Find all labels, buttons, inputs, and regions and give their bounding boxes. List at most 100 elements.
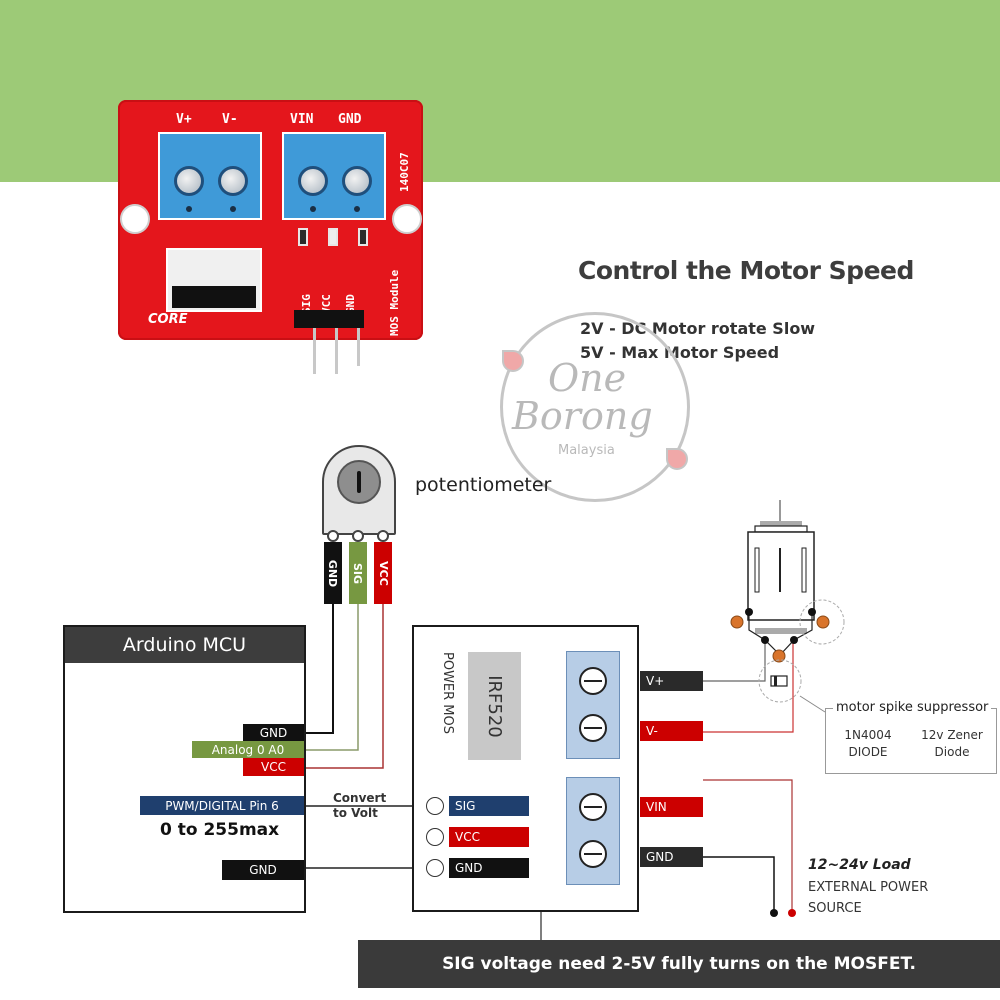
wire-gnd-source — [703, 856, 775, 912]
mosfet-module-board: V+ V- VIN GND 140C07 SIG VCC GND MOS Mod… — [118, 100, 423, 340]
leaf-icon — [502, 350, 524, 372]
arduino-pin-gnd: GND — [243, 724, 304, 741]
potentiometer-label: potentiometer — [415, 474, 552, 496]
motor-node — [808, 608, 816, 616]
potentiometer-knob-icon — [337, 460, 381, 504]
header-pin — [357, 328, 360, 366]
module-pin-gnd: GND — [449, 858, 529, 878]
motor-node — [761, 636, 769, 644]
pot-pin-icon — [352, 530, 364, 542]
pcb-label-v-plus: V+ — [176, 112, 192, 127]
motor-pad — [816, 615, 830, 629]
pin-connector-icon — [426, 828, 444, 846]
pcb-label-vin: VIN — [290, 112, 314, 127]
motor-top — [754, 525, 808, 533]
suppressor-option-diode: 1N4004 DIODE — [844, 728, 892, 759]
wire-pot-sig — [305, 604, 359, 751]
mount-hole-left — [120, 204, 150, 234]
output-pin-v-plus: V+ — [640, 671, 703, 691]
pot-tag-sig: SIG — [349, 542, 367, 604]
screw-icon — [579, 840, 607, 868]
footer-note: SIG voltage need 2-5V fully turns on the… — [358, 940, 1000, 988]
terminal-block-motor — [158, 132, 262, 220]
brand-logo: CORE — [148, 312, 188, 327]
convert-note: Convert to Volt — [333, 791, 387, 820]
module-pin-sig: SIG — [449, 796, 529, 816]
pin-connector-icon — [426, 797, 444, 815]
motor-node — [790, 636, 798, 644]
screw-icon — [579, 793, 607, 821]
screw-icon — [174, 166, 204, 196]
diode-icon — [770, 675, 788, 687]
pwm-range-note: 0 to 255max — [160, 820, 280, 840]
header-pin — [335, 328, 338, 374]
screw-icon — [298, 166, 328, 196]
arduino-pin-analog: Analog 0 A0 — [192, 741, 304, 758]
wire-vin-source — [703, 779, 793, 912]
wire-hole-icon — [186, 206, 192, 212]
wire-hole-icon — [310, 206, 316, 212]
wire-vplus-motor — [703, 642, 766, 682]
motor-cap — [760, 521, 802, 526]
pin-connector-icon — [426, 859, 444, 877]
watermark-text-borong: Borong — [512, 394, 653, 438]
diode-band — [774, 676, 777, 686]
watermark-logo — [500, 312, 690, 502]
motor-pad — [730, 615, 744, 629]
watermark-text-one: One — [548, 356, 627, 400]
resistor-smd — [358, 228, 368, 246]
output-terminal-power — [566, 777, 620, 885]
pot-tag-gnd: GND — [324, 542, 342, 604]
motor-slot — [801, 547, 807, 593]
pot-tag-vcc: VCC — [374, 542, 392, 604]
output-pin-v-minus: V- — [640, 721, 703, 741]
screw-icon — [218, 166, 248, 196]
wire-hole-icon — [354, 206, 360, 212]
pcb-label-v-minus: V- — [222, 112, 238, 127]
source-terminal-negative — [770, 909, 778, 917]
resistor-smd — [298, 228, 308, 246]
arduino-box: Arduino MCU — [63, 625, 306, 913]
wire-hole-icon — [230, 206, 236, 212]
suppressor-title: motor spike suppressor — [833, 700, 992, 715]
suppressor-highlight — [799, 599, 845, 645]
external-power-label: EXTERNAL POWER SOURCE — [808, 880, 929, 916]
suppressor-option-zener: 12v Zener Diode — [921, 728, 983, 759]
header-pin — [313, 328, 316, 374]
wire-pot-gnd — [305, 604, 334, 734]
mosfet-heatsink — [166, 248, 262, 312]
irf520-chip: IRF520 — [468, 652, 521, 760]
arduino-pin-pwm: PWM/DIGITAL Pin 6 — [140, 796, 304, 815]
diode-highlight — [758, 659, 802, 703]
mosfet-body — [172, 286, 256, 308]
arduino-pin-vcc: VCC — [243, 758, 304, 776]
motor-base — [755, 628, 807, 634]
load-voltage-label: 12~24v Load — [808, 857, 911, 873]
output-pin-gnd: GND — [640, 847, 703, 867]
screw-icon — [342, 166, 372, 196]
pcb-label-gnd: GND — [338, 112, 362, 127]
wire-vminus-motor — [703, 642, 794, 733]
led-smd — [328, 228, 338, 246]
motor-pad — [772, 649, 786, 663]
motor-slot — [754, 547, 760, 593]
motor-node — [745, 608, 753, 616]
arduino-pin-gnd-bottom: GND — [222, 860, 304, 880]
screw-icon — [579, 714, 607, 742]
watermark-text-malaysia: Malaysia — [558, 443, 615, 458]
source-terminal-positive — [788, 909, 796, 917]
mount-hole-right — [392, 204, 422, 234]
wire-pot-vcc — [305, 604, 384, 769]
suppressor-callout: 1N4004 DIODE 12v Zener Diode — [825, 708, 997, 774]
screw-icon — [579, 667, 607, 695]
pin-header — [294, 310, 364, 328]
arduino-title: Arduino MCU — [65, 627, 304, 663]
output-pin-vin: VIN — [640, 797, 703, 817]
leaf-icon — [666, 448, 688, 470]
page-title: Control the Motor Speed — [578, 256, 914, 285]
module-pin-vcc: VCC — [449, 827, 529, 847]
potentiometer-body — [322, 445, 396, 535]
output-terminal-motor — [566, 651, 620, 759]
callout-line — [799, 695, 826, 713]
